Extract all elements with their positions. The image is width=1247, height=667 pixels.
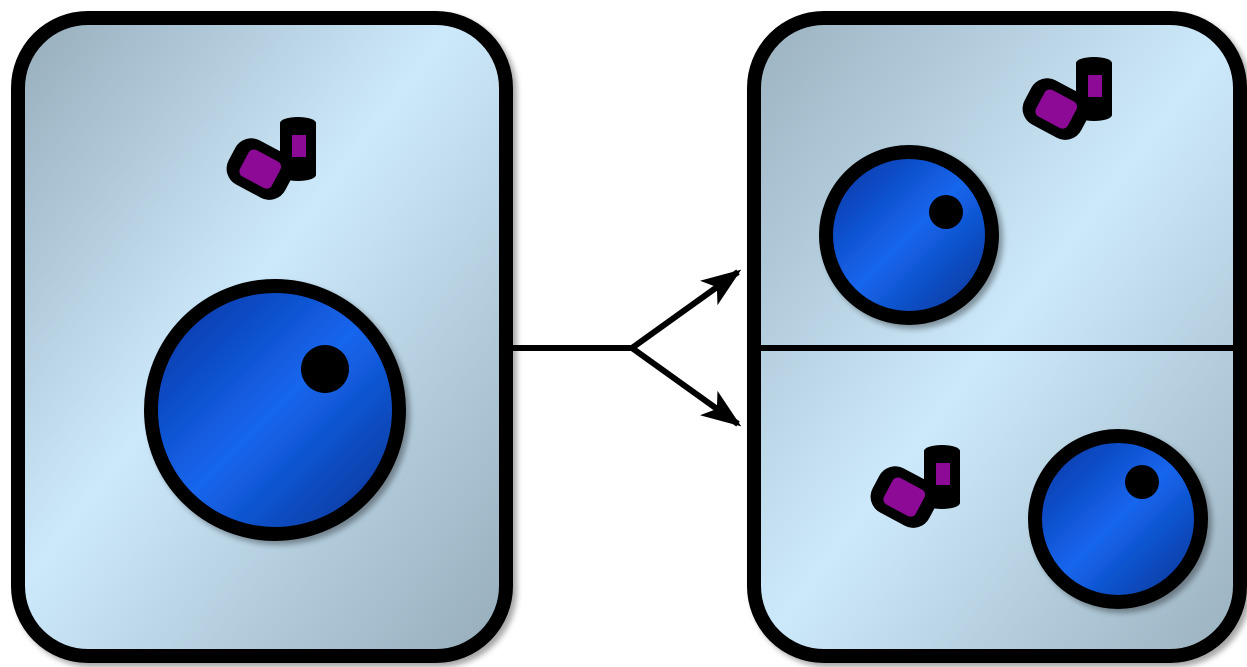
daughter-top-nucleus [819, 145, 999, 325]
daughter-bottom-nucleus [1028, 429, 1208, 609]
parent-cell [11, 11, 513, 663]
daughter-bottom [864, 429, 1208, 609]
daughter-top [819, 57, 1112, 325]
parent-nucleolus [301, 345, 349, 393]
parent-nucleus [144, 279, 406, 541]
daughter-bottom-nucleolus [1125, 465, 1159, 499]
arrow-branch-up [630, 269, 742, 351]
daughter-top-nucleolus [929, 195, 963, 229]
daughter-cells [747, 11, 1247, 663]
arrow-branch-down [630, 345, 742, 427]
division-arrow [500, 269, 742, 427]
